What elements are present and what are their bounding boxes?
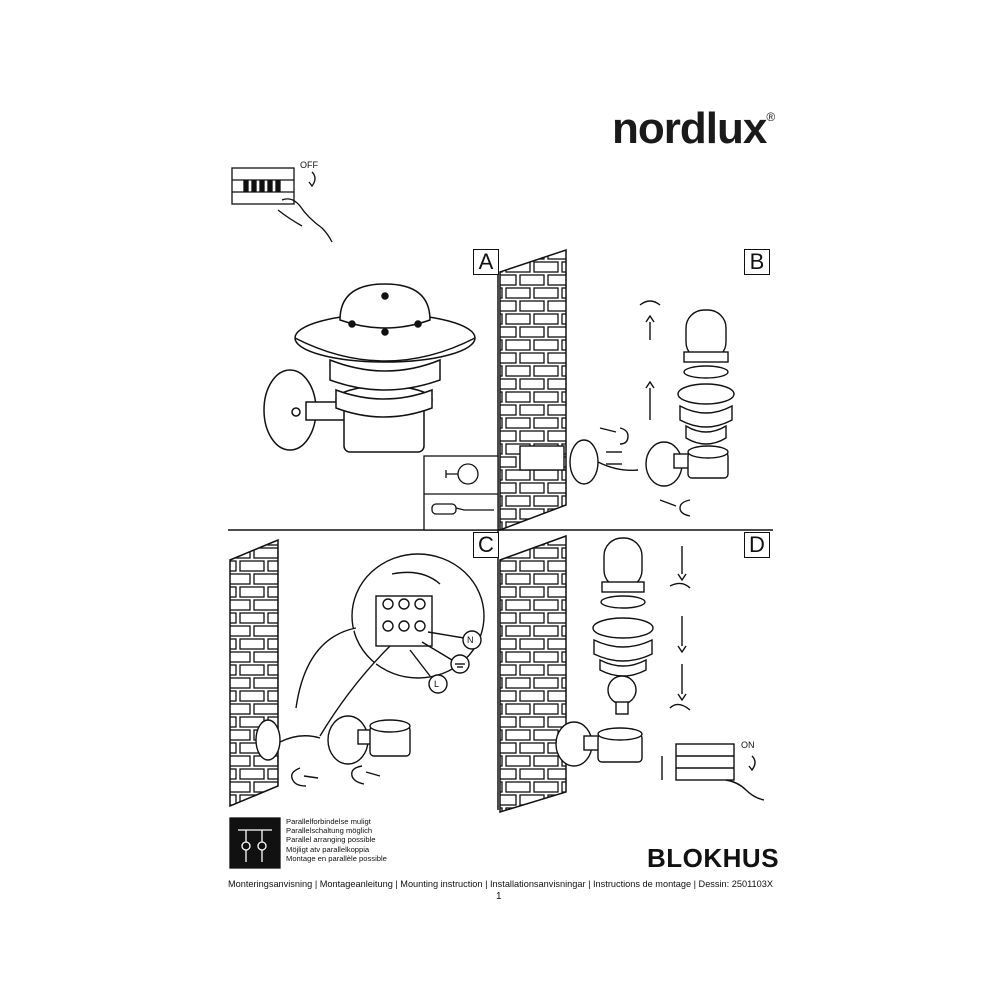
parallel-note-line: Parallelschaltung möglich [286, 826, 373, 836]
panel-label-a: A [473, 249, 499, 275]
wire-live-label: L [434, 679, 440, 689]
wall-panel-b [499, 248, 567, 532]
parallel-note: Parallelforbindelse muligt Parallelschal… [286, 817, 387, 863]
lamp-exploded-d [555, 537, 765, 801]
lamp-assembled [263, 283, 476, 453]
parallel-connection-icon [229, 817, 281, 869]
wiring-detail-c [255, 553, 485, 787]
switch-on-label: ON [741, 740, 755, 750]
parallel-note-line: Möjligt atv parallelkoppia [286, 844, 370, 854]
lamp-exploded-b [519, 300, 735, 517]
product-name: BLOKHUS [647, 843, 780, 873]
tools-box [423, 455, 499, 531]
parallel-note-line: Montage en parallèle possible [286, 853, 387, 863]
parallel-note-line: Parallelforbindelse muligt [286, 817, 371, 826]
switch-off-label: OFF [300, 160, 318, 170]
brand-name: nordlux [612, 104, 767, 153]
parallel-note-line: Parallel arranging possible [286, 835, 376, 845]
wire-neutral-label: N [467, 635, 474, 645]
registered-mark: ® [766, 110, 775, 124]
fuse-box-off [231, 167, 333, 243]
footer-text: Monteringsanvisning | Montageanleitung |… [228, 879, 773, 889]
panel-label-c: C [473, 532, 499, 558]
wall-panel-c [229, 538, 279, 808]
panel-label-b: B [744, 249, 770, 275]
brand-logo: nordlux® [612, 104, 775, 154]
wall-panel-d [499, 534, 567, 814]
panel-label-d: D [744, 532, 770, 558]
page-number: 1 [496, 891, 502, 902]
